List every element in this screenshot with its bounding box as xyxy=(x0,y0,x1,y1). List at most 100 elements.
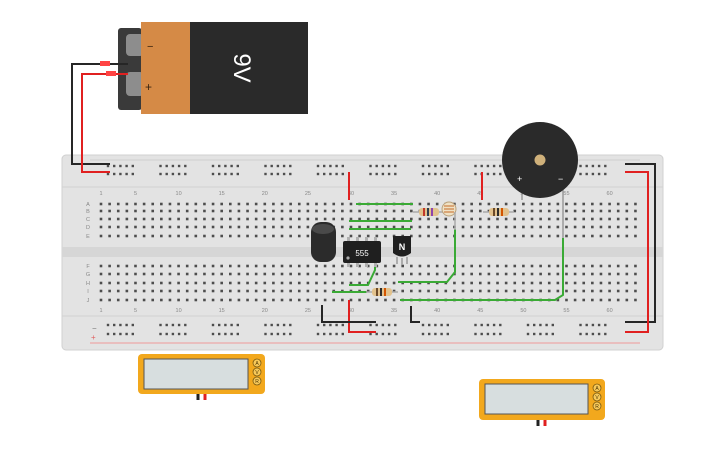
rail-hole[interactable] xyxy=(119,323,122,327)
breadboard-hole[interactable] xyxy=(608,272,611,276)
breadboard-hole[interactable] xyxy=(573,298,577,302)
rail-hole[interactable] xyxy=(113,323,116,327)
rail-hole[interactable] xyxy=(276,172,280,176)
breadboard-hole[interactable] xyxy=(125,234,129,238)
breadboard-hole[interactable] xyxy=(332,272,336,276)
breadboard-hole[interactable] xyxy=(591,289,594,293)
breadboard-hole[interactable] xyxy=(401,209,404,213)
breadboard-hole[interactable] xyxy=(599,281,603,285)
breadboard-hole[interactable] xyxy=(358,209,361,213)
breadboard-hole[interactable] xyxy=(375,234,379,238)
breadboard-hole[interactable] xyxy=(453,289,456,293)
rail-hole[interactable] xyxy=(591,332,595,336)
breadboard-hole[interactable] xyxy=(229,225,232,229)
breadboard-hole[interactable] xyxy=(539,225,542,229)
rail-hole[interactable] xyxy=(230,323,233,327)
breadboard-hole[interactable] xyxy=(591,281,594,285)
breadboard-hole[interactable] xyxy=(435,289,439,293)
piezo-buzzer[interactable]: + − xyxy=(502,122,578,238)
breadboard-hole[interactable] xyxy=(203,225,206,229)
breadboard-hole[interactable] xyxy=(487,281,491,285)
breadboard-hole[interactable] xyxy=(297,225,301,229)
rail-hole[interactable] xyxy=(421,332,425,336)
breadboard-hole[interactable] xyxy=(418,272,422,276)
rail-hole[interactable] xyxy=(480,323,483,327)
breadboard-hole[interactable] xyxy=(332,264,336,268)
breadboard-hole[interactable] xyxy=(392,281,396,285)
breadboard-hole[interactable] xyxy=(151,225,155,229)
rail-hole[interactable] xyxy=(446,332,449,336)
breadboard-hole[interactable] xyxy=(435,264,439,268)
rail-hole[interactable] xyxy=(236,172,239,176)
breadboard-hole[interactable] xyxy=(504,202,508,206)
rail-hole[interactable] xyxy=(375,172,378,176)
breadboard-hole[interactable] xyxy=(220,272,223,276)
breadboard-hole[interactable] xyxy=(547,234,551,238)
breadboard-hole[interactable] xyxy=(142,298,146,302)
breadboard-hole[interactable] xyxy=(530,272,534,276)
breadboard-hole[interactable] xyxy=(591,202,594,206)
rail-hole[interactable] xyxy=(579,172,582,176)
breadboard-hole[interactable] xyxy=(237,202,241,206)
breadboard-hole[interactable] xyxy=(358,217,361,221)
breadboard-hole[interactable] xyxy=(547,272,551,276)
breadboard-hole[interactable] xyxy=(246,234,249,238)
rail-hole[interactable] xyxy=(106,323,110,327)
rail-hole[interactable] xyxy=(591,172,595,176)
breadboard-hole[interactable] xyxy=(297,272,301,276)
resistor-right[interactable] xyxy=(483,208,514,216)
breadboard-hole[interactable] xyxy=(272,234,275,238)
breadboard-hole[interactable] xyxy=(168,234,172,238)
rail-hole[interactable] xyxy=(526,332,530,336)
breadboard-hole[interactable] xyxy=(496,202,499,206)
breadboard-hole[interactable] xyxy=(427,202,430,206)
breadboard-hole[interactable] xyxy=(556,289,560,293)
breadboard-hole[interactable] xyxy=(323,298,327,302)
breadboard-hole[interactable] xyxy=(375,225,379,229)
breadboard-hole[interactable] xyxy=(220,217,223,221)
rail-hole[interactable] xyxy=(125,172,128,176)
breadboard-hole[interactable] xyxy=(565,202,568,206)
rail-hole[interactable] xyxy=(184,323,187,327)
breadboard-hole[interactable] xyxy=(496,217,499,221)
breadboard-hole[interactable] xyxy=(375,272,379,276)
rail-hole[interactable] xyxy=(113,172,116,176)
breadboard-hole[interactable] xyxy=(547,225,551,229)
breadboard-hole[interactable] xyxy=(280,272,284,276)
rail-hole[interactable] xyxy=(236,164,239,168)
breadboard-hole[interactable] xyxy=(539,209,542,213)
breadboard-hole[interactable] xyxy=(142,225,146,229)
breadboard-hole[interactable] xyxy=(384,225,387,229)
breadboard-hole[interactable] xyxy=(168,298,172,302)
rail-hole[interactable] xyxy=(264,172,267,176)
breadboard-hole[interactable] xyxy=(625,225,629,229)
breadboard-hole[interactable] xyxy=(573,281,577,285)
breadboard-hole[interactable] xyxy=(349,281,353,285)
breadboard-hole[interactable] xyxy=(349,272,353,276)
rail-hole[interactable] xyxy=(579,164,582,168)
breadboard-hole[interactable] xyxy=(108,298,111,302)
breadboard-hole[interactable] xyxy=(134,234,137,238)
breadboard-hole[interactable] xyxy=(332,298,336,302)
rail-hole[interactable] xyxy=(492,172,496,176)
breadboard-hole[interactable] xyxy=(108,209,111,213)
rail-hole[interactable] xyxy=(428,323,431,327)
breadboard-hole[interactable] xyxy=(263,281,267,285)
breadboard-hole[interactable] xyxy=(591,298,594,302)
breadboard-hole[interactable] xyxy=(496,272,499,276)
breadboard-hole[interactable] xyxy=(151,264,155,268)
breadboard-hole[interactable] xyxy=(530,202,534,206)
rail-hole[interactable] xyxy=(341,332,344,336)
breadboard-hole[interactable] xyxy=(522,264,525,268)
breadboard-hole[interactable] xyxy=(168,209,172,213)
breadboard-hole[interactable] xyxy=(229,209,232,213)
breadboard-hole[interactable] xyxy=(332,281,336,285)
breadboard-hole[interactable] xyxy=(160,272,163,276)
rail-hole[interactable] xyxy=(264,323,267,327)
rail-hole[interactable] xyxy=(177,164,181,168)
breadboard-hole[interactable] xyxy=(211,217,215,221)
breadboard-hole[interactable] xyxy=(539,281,542,285)
breadboard-hole[interactable] xyxy=(297,217,301,221)
breadboard-hole[interactable] xyxy=(539,264,542,268)
breadboard-hole[interactable] xyxy=(392,272,396,276)
